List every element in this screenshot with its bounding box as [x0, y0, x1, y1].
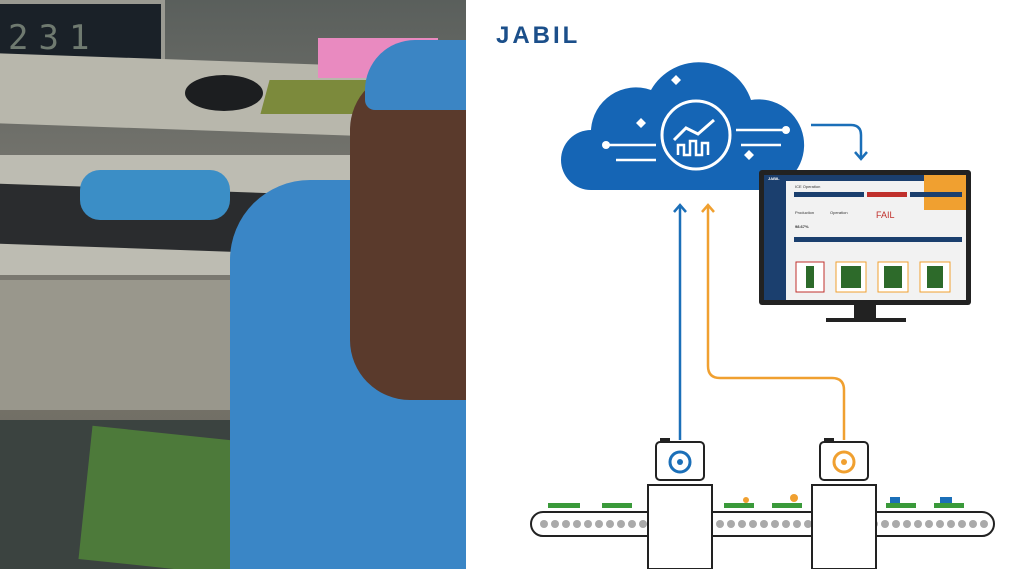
conveyor-roller [749, 520, 757, 528]
conveyor-roller [903, 520, 911, 528]
monitor-icon [759, 170, 971, 322]
diagram-graphics [530, 62, 995, 569]
cloud-icon [561, 62, 805, 191]
conveyor-roller [958, 520, 966, 528]
conveyor-roller [606, 520, 614, 528]
monitor-fail-status: FAIL [876, 210, 895, 220]
conveyor-roller [628, 520, 636, 528]
conveyor-roller [947, 520, 955, 528]
factory-photo: 231 [0, 0, 466, 569]
conveyor-belt [530, 484, 995, 569]
conveyor-roller [573, 520, 581, 528]
iot-diagram: JABIL [466, 0, 1024, 569]
conveyor-roller [936, 520, 944, 528]
conveyor-roller [804, 520, 812, 528]
camera-icon-1 [655, 438, 705, 481]
camera-stand-2 [811, 484, 877, 569]
worker-cap [365, 40, 466, 110]
conveyor-roller [584, 520, 592, 528]
worker-hair [350, 70, 466, 400]
monitor-production-label: Production [795, 210, 815, 215]
conveyor-roller [969, 520, 977, 528]
conveyor-roller [881, 520, 889, 528]
arrow-camera2-to-cloud [706, 206, 846, 440]
conveyor-roller [892, 520, 900, 528]
conveyor-roller [760, 520, 768, 528]
conveyor-roller [771, 520, 779, 528]
mouse [185, 75, 263, 111]
monitor-operation-label: Operation [830, 210, 848, 215]
conveyor-roller [782, 520, 790, 528]
camera-icon-2 [819, 438, 869, 481]
conveyor-roller [738, 520, 746, 528]
gloved-hand [80, 170, 230, 220]
conveyor-roller [793, 520, 801, 528]
camera-stand-1 [647, 484, 713, 569]
conveyor-roller [914, 520, 922, 528]
conveyor-roller [551, 520, 559, 528]
conveyor-roller [540, 520, 548, 528]
conveyor-roller [925, 520, 933, 528]
conveyor-roller [562, 520, 570, 528]
conveyor-roller [980, 520, 988, 528]
monitor-brand: JABIL [768, 176, 780, 181]
conveyor-roller [639, 520, 647, 528]
conveyor-roller [716, 520, 724, 528]
conveyor-roller [617, 520, 625, 528]
conveyor-roller [595, 520, 603, 528]
conveyor-roller [727, 520, 735, 528]
arrow-cloud-to-monitor [811, 123, 863, 157]
monitor-page-title: ICE Operation [795, 184, 821, 189]
jabil-logo: JABIL [496, 22, 581, 49]
monitor-yield: 98.67% [795, 224, 809, 229]
